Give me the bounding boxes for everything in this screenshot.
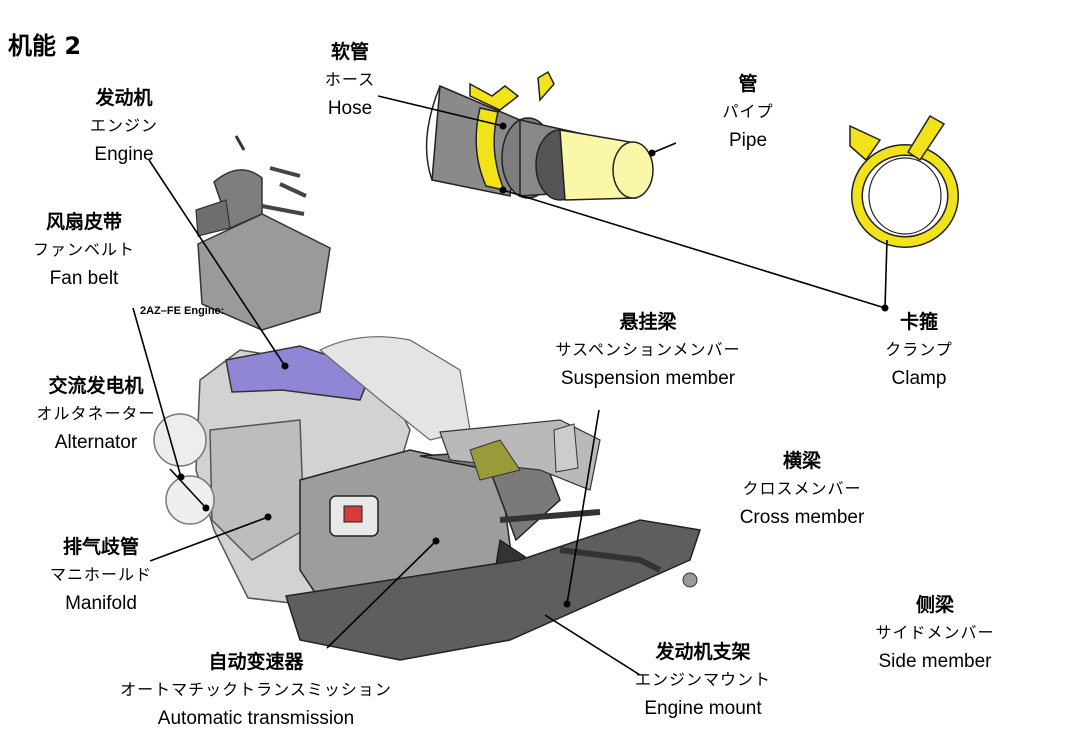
label-automatic-transmission-zh: 自动变速器 bbox=[208, 651, 304, 673]
label-suspension-member-en: Suspension member bbox=[560, 368, 736, 389]
label-hose-zh: 软管 bbox=[330, 41, 370, 63]
label-clamp-en: Clamp bbox=[891, 368, 947, 389]
label-side-member-en: Side member bbox=[878, 651, 992, 672]
label-engine-zh: 发动机 bbox=[95, 87, 153, 109]
label-hose-en: Hose bbox=[327, 98, 373, 119]
label-fan-belt-en: Fan belt bbox=[49, 268, 119, 289]
label-hose-ja: ホース bbox=[324, 70, 376, 89]
label-manifold: 排气歧管 マニホールド Manifold bbox=[50, 533, 152, 619]
label-fan-belt-zh: 风扇皮带 bbox=[45, 211, 123, 233]
label-engine-mount-zh: 发动机支架 bbox=[655, 641, 751, 663]
label-engine-mount-en: Engine mount bbox=[644, 698, 762, 719]
label-suspension-member: 悬挂梁 サスペンションメンバー Suspension member bbox=[555, 308, 740, 394]
label-pipe: 管 パイプ Pipe bbox=[722, 70, 773, 156]
label-engine-ja: エンジン bbox=[89, 116, 159, 135]
label-suspension-member-ja: サスペンションメンバー bbox=[555, 340, 741, 359]
label-side-member-ja: サイドメンバー bbox=[875, 623, 995, 642]
label-alternator-en: Alternator bbox=[54, 432, 138, 453]
label-manifold-en: Manifold bbox=[65, 593, 137, 614]
label-side-member-zh: 侧梁 bbox=[915, 594, 955, 616]
label-fan-belt: 风扇皮带 ファンベルト Fan belt bbox=[33, 208, 135, 294]
label-suspension-member-zh: 悬挂梁 bbox=[619, 311, 677, 333]
hose-pipe-illustration bbox=[425, 70, 654, 201]
leader-lines bbox=[132, 95, 888, 676]
clamp-illustration bbox=[849, 114, 959, 248]
label-clamp-zh: 卡箍 bbox=[899, 311, 938, 333]
label-alternator-zh: 交流发电机 bbox=[48, 375, 144, 397]
label-automatic-transmission: 自动变速器 オートマチックトランスミッション Automatic transmi… bbox=[120, 648, 392, 734]
label-engine-mount-ja: エンジンマウント bbox=[634, 670, 772, 689]
label-automatic-transmission-ja: オートマチックトランスミッション bbox=[120, 680, 392, 699]
label-cross-member: 横梁 クロスメンバー Cross member bbox=[740, 447, 865, 533]
page-title: 机能 2 bbox=[8, 32, 82, 60]
label-fan-belt-ja: ファンベルト bbox=[32, 240, 136, 259]
label-pipe-zh: 管 bbox=[738, 73, 758, 95]
label-engine: 发动机 エンジン Engine bbox=[90, 84, 158, 170]
air-cleaner-illustration bbox=[195, 135, 331, 331]
label-clamp: 卡箍 クランプ Clamp bbox=[885, 308, 953, 394]
leader-dots bbox=[177, 122, 889, 608]
label-pipe-en: Pipe bbox=[728, 130, 768, 151]
label-clamp-ja: クランプ bbox=[885, 340, 953, 359]
label-manifold-zh: 排气歧管 bbox=[62, 536, 140, 558]
label-engine-en: Engine bbox=[94, 144, 154, 165]
label-side-member: 侧梁 サイドメンバー Side member bbox=[875, 591, 994, 677]
label-manifold-ja: マニホールド bbox=[49, 565, 153, 584]
label-cross-member-ja: クロスメンバー bbox=[742, 479, 862, 498]
label-engine-mount: 发动机支架 エンジンマウント Engine mount bbox=[635, 638, 771, 724]
label-automatic-transmission-en: Automatic transmission bbox=[157, 708, 355, 729]
engine-caption: 2AZ–FE Engine: bbox=[140, 305, 225, 317]
label-alternator-ja: オルタネーター bbox=[36, 404, 156, 423]
suspension-member-illustration bbox=[285, 419, 701, 661]
label-hose: 软管 ホース Hose bbox=[325, 38, 375, 124]
label-alternator: 交流发电机 オルタネーター Alternator bbox=[36, 372, 155, 458]
label-cross-member-en: Cross member bbox=[739, 507, 865, 528]
label-cross-member-zh: 横梁 bbox=[782, 450, 822, 472]
label-pipe-ja: パイプ bbox=[722, 102, 774, 121]
